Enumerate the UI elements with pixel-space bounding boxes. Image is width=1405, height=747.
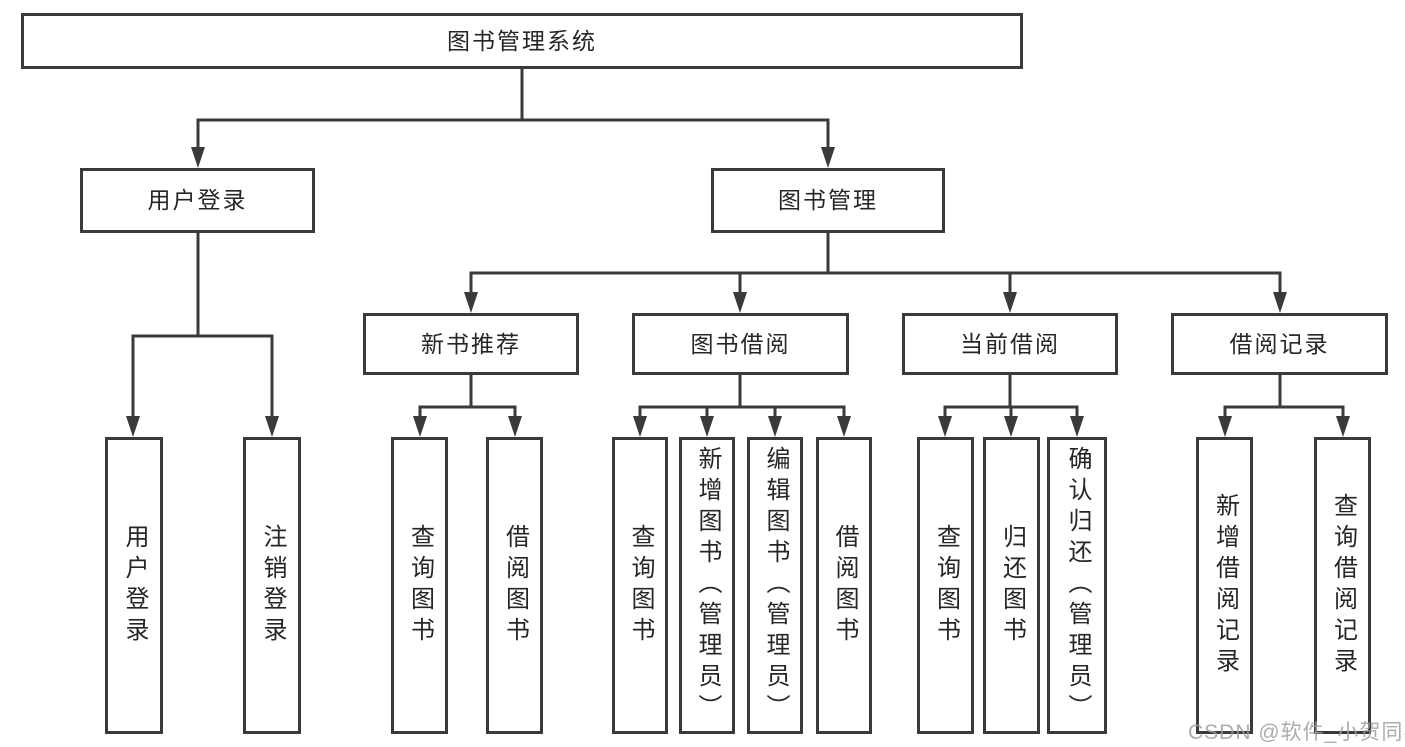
node-book-borrow: 图书借阅 (632, 313, 849, 375)
node-current-borrow: 当前借阅 (902, 313, 1118, 375)
node-user-login: 用户登录 (80, 168, 315, 233)
leaf-confirm-return-admin: 确认归还（管理员） (1047, 437, 1107, 734)
leaf-user-login: 用户登录 (105, 437, 163, 734)
leaf-query-book-current: 查询图书 (917, 437, 974, 734)
leaf-add-borrow-record: 新增借阅记录 (1196, 437, 1253, 734)
node-root-system: 图书管理系统 (21, 13, 1023, 69)
leaf-logout: 注销登录 (243, 437, 301, 734)
node-book-management: 图书管理 (711, 168, 945, 233)
leaf-add-book-admin: 新增图书（管理员） (679, 437, 735, 734)
leaf-query-borrow-record: 查询借阅记录 (1314, 437, 1371, 734)
leaf-edit-book-admin: 编辑图书（管理员） (747, 437, 803, 734)
leaf-borrow-book-recommend: 借阅图书 (486, 437, 543, 734)
leaf-query-book-borrow: 查询图书 (612, 437, 668, 734)
leaf-return-book: 归还图书 (983, 437, 1040, 734)
node-borrow-records: 借阅记录 (1171, 313, 1388, 375)
node-new-book-recommend: 新书推荐 (363, 313, 579, 375)
leaf-borrow-book: 借阅图书 (816, 437, 872, 734)
csdn-watermark: CSDN @软件_小贺同学 (1188, 721, 1405, 744)
leaf-query-book-recommend: 查询图书 (391, 437, 448, 734)
